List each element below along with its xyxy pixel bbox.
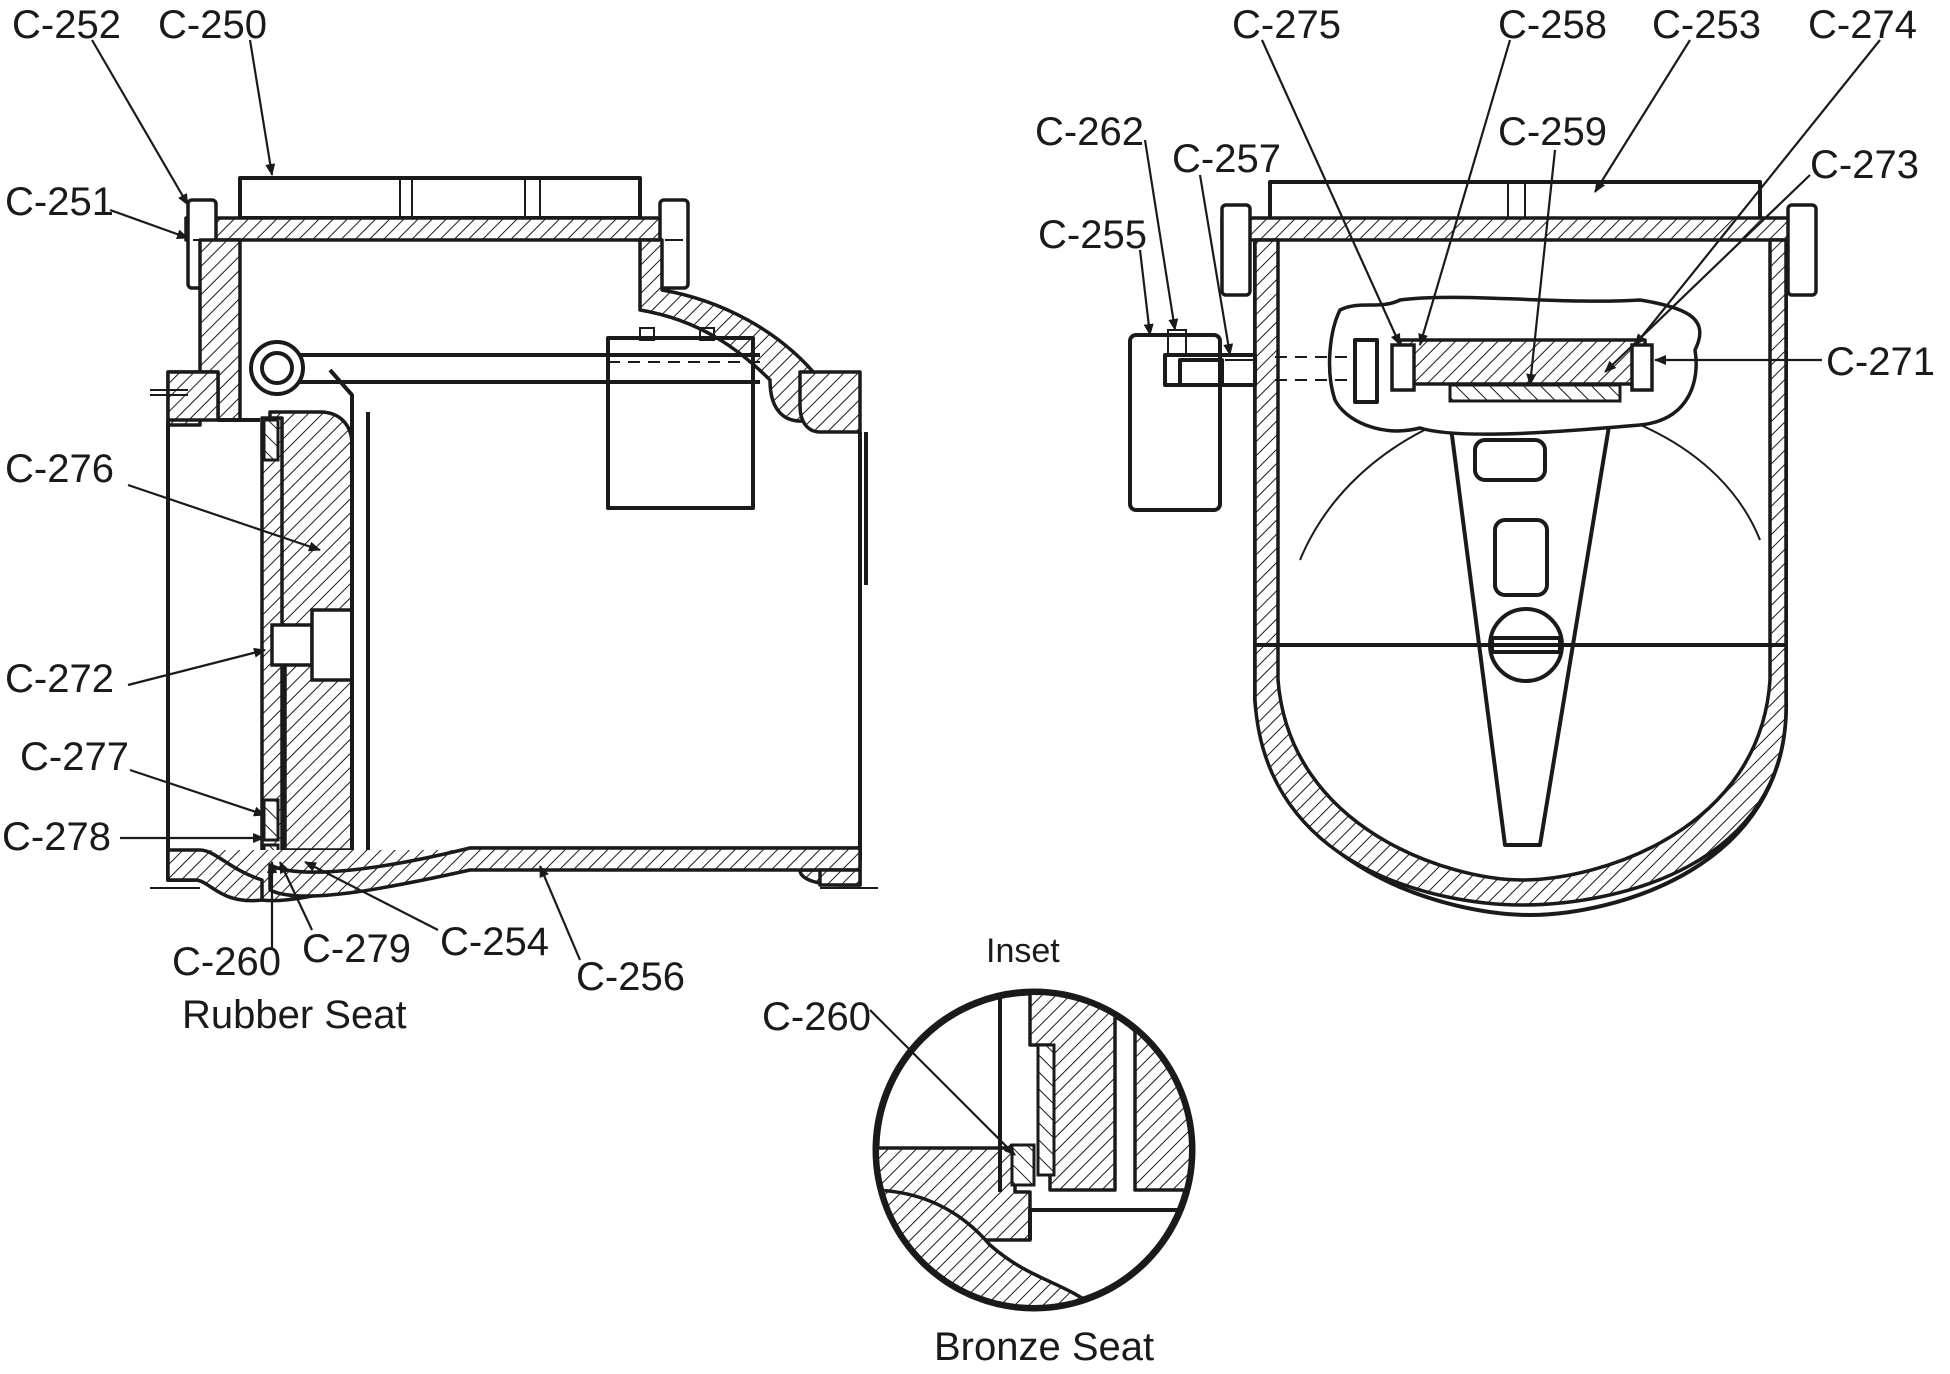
leader-c274	[1634, 39, 1881, 346]
leader-c276	[127, 483, 321, 552]
callout-c274: C-274	[1808, 3, 1917, 47]
inset-title: Inset	[986, 932, 1060, 970]
callout-c256: C-256	[576, 955, 685, 999]
leader-c260b	[869, 1009, 1016, 1156]
leader-c253	[1594, 39, 1691, 193]
callout-c251: C-251	[5, 180, 114, 224]
callout-c254: C-254	[440, 920, 549, 964]
callout-c259: C-259	[1498, 110, 1607, 154]
leader-c255	[1138, 249, 1154, 336]
leader-c273	[1604, 174, 1811, 373]
callout-c275: C-275	[1232, 3, 1341, 47]
callout-c273: C-273	[1810, 143, 1919, 187]
leader-c256	[538, 865, 582, 961]
callout-c257: C-257	[1172, 137, 1281, 181]
leader-c254	[304, 861, 439, 931]
leader-c277	[129, 768, 266, 817]
callout-c250: C-250	[158, 3, 267, 47]
leader-c252	[91, 39, 189, 206]
callout-c262: C-262	[1035, 110, 1144, 154]
callout-c279: C-279	[302, 927, 411, 971]
callout-c271: C-271	[1826, 340, 1935, 384]
callout-c278: C-278	[2, 815, 111, 859]
callout-c272: C-272	[5, 657, 114, 701]
callout-labels: C-252 C-250 C-251 C-276 C-272 C-277 C-27…	[2, 3, 1935, 1039]
callout-c255: C-255	[1038, 213, 1147, 257]
callout-c258: C-258	[1498, 3, 1607, 47]
callout-leaders	[91, 39, 1881, 1156]
leader-c262	[1143, 139, 1179, 331]
callout-c252: C-252	[12, 3, 121, 47]
callout-c276: C-276	[5, 447, 114, 491]
bronze-seat-caption: Bronze Seat	[934, 1325, 1154, 1369]
end-section-view	[1128, 180, 1818, 917]
rubber-seat-section-view	[150, 176, 878, 903]
inset-detail	[872, 988, 1196, 1312]
leader-c258	[1418, 39, 1512, 346]
leader-c275	[1260, 39, 1402, 346]
leader-c272	[127, 647, 266, 687]
leader-c259	[1526, 149, 1557, 386]
callout-c277: C-277	[20, 735, 129, 779]
leader-c257	[1198, 174, 1234, 356]
rubber-seat-caption: Rubber Seat	[182, 993, 407, 1037]
leader-c279	[279, 861, 313, 931]
leader-c251	[109, 208, 189, 240]
callout-c260-left: C-260	[172, 940, 281, 984]
callout-c260-inset: C-260	[762, 995, 871, 1039]
leader-c250	[248, 39, 276, 176]
callout-c253: C-253	[1652, 3, 1761, 47]
